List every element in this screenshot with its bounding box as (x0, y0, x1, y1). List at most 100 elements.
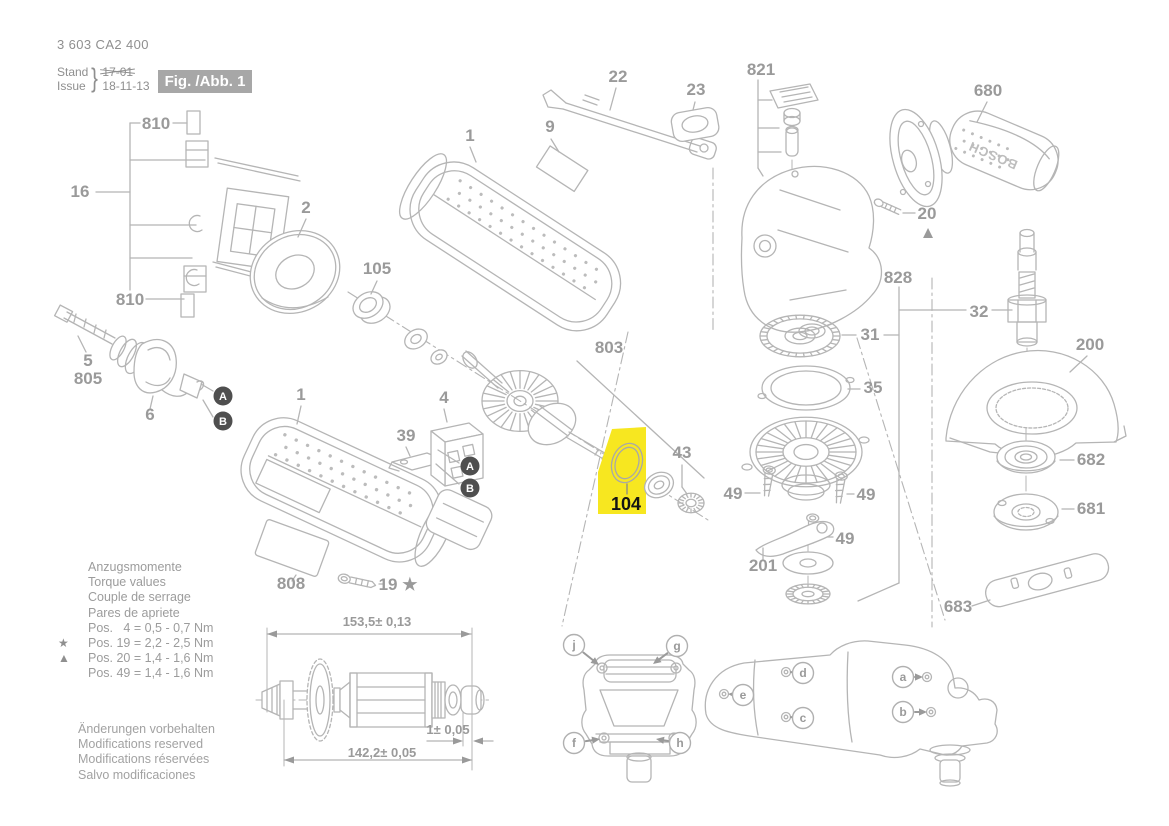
part-label: 20 (918, 204, 937, 223)
star-marker: ★ (58, 636, 69, 651)
document-number: 3 603 CA2 400 (57, 37, 149, 52)
part-label: 105 (363, 259, 391, 278)
part-label: 828 (884, 268, 912, 287)
torque-marker (58, 666, 88, 681)
upper-housing (398, 146, 622, 332)
svg-text:B: B (466, 483, 474, 495)
lever (755, 520, 835, 561)
pinion-gear (678, 464, 704, 513)
torque-title-es: Pares de apriete (88, 605, 180, 620)
part-label: 4 (439, 388, 449, 407)
svg-text:a: a (900, 670, 907, 684)
dimension-labels-layer: 153,5± 0,13 1± 0,05 142,2± 0,05 (343, 614, 470, 760)
part-label: 19 ★ (379, 575, 419, 594)
bearing-flange (741, 417, 870, 501)
nameplate-9 (535, 138, 589, 193)
callout-a: a (891, 665, 915, 689)
torque-value: Pos. 20 = 1,4 - 1,6 Nm (88, 651, 214, 666)
callout-f: f (562, 731, 586, 755)
svg-text:A: A (219, 391, 227, 403)
date-superseded: 17-01 (102, 64, 134, 79)
part-label: 35 (864, 378, 883, 397)
gearhead-front-view (581, 654, 697, 783)
part-label: 2 (301, 198, 310, 217)
stand-label: Stand (57, 64, 89, 79)
dimension-label: 153,5± 0,13 (343, 614, 412, 629)
carrying-strap (542, 87, 717, 160)
triangle-marker: ▲ (58, 651, 70, 666)
washer (782, 544, 834, 575)
svg-text:c: c (800, 711, 807, 725)
serrated-washer (786, 575, 830, 604)
o-ring (610, 442, 644, 495)
svg-text:j: j (571, 638, 575, 652)
part-label: 681 (1077, 499, 1105, 518)
part-label: 821 (747, 60, 775, 79)
part-labels-layer: 81016810211059222382168020▲8283231352005… (71, 60, 1106, 616)
svg-text:f: f (572, 736, 577, 750)
backing-flange (993, 493, 1075, 531)
lower-housing (240, 405, 493, 567)
svg-text:d: d (799, 666, 806, 680)
callout-d: d (791, 661, 815, 685)
callout-j: j (562, 633, 586, 657)
date-current: 18-11-13 (102, 78, 150, 93)
callout-A: A (213, 386, 233, 406)
armature-dimension-drawing (255, 627, 494, 771)
dimension-label: 1± 0,05 (426, 722, 469, 737)
part-label: 43 (673, 443, 692, 462)
callout-A: A (460, 456, 480, 476)
crown-gear (760, 315, 900, 357)
callout-g: g (665, 634, 689, 658)
part-label: 49 (857, 485, 876, 504)
o-ring-highlight: 104 (598, 427, 646, 514)
dimension-label: 142,2± 0,05 (348, 745, 417, 760)
gear-housing (740, 165, 883, 339)
pin-wrench (971, 553, 1110, 608)
torque-value: Pos. 49 = 1,4 - 1,6 Nm (88, 666, 214, 681)
part-label: 39 (397, 426, 416, 445)
part-label: 201 (749, 556, 777, 575)
part-label: 803 (595, 338, 623, 357)
figure-label: Fig. /Abb. 1 (158, 70, 252, 93)
callout-B: B (460, 478, 480, 498)
pinion-bearing (643, 471, 675, 499)
modifications-line-es: Salvo modificaciones (78, 767, 196, 782)
svg-text:b: b (899, 705, 906, 719)
callout-e: e (731, 683, 755, 707)
torque-value: Pos. 19 = 2,2 - 2,5 Nm (88, 636, 214, 651)
part-label: 810 (116, 290, 144, 309)
part-label: 682 (1077, 450, 1105, 469)
part-label: 680 (974, 81, 1002, 100)
torque-row: ★ Pos. 19 = 2,2 - 2,5 Nm (58, 636, 213, 651)
nameplate-808 (254, 519, 330, 582)
cover-cap (670, 101, 720, 142)
handle-screw (873, 198, 916, 216)
modifications-note: Änderungen vorbehalten Modifications res… (78, 722, 215, 783)
screw-19 (337, 573, 385, 589)
callout-B: B (213, 411, 233, 431)
group-bracket-828 (857, 286, 900, 602)
torque-note: Anzugsmomente Torque values Couple de se… (58, 560, 213, 682)
brush-assembly (95, 110, 301, 318)
field-coil (249, 218, 341, 315)
svg-text:B: B (219, 416, 227, 428)
svg-text:A: A (466, 461, 474, 473)
part-label: 49 (836, 529, 855, 548)
part-label: 683 (944, 597, 972, 616)
wheel-guard (945, 350, 1127, 458)
part-label: 49 (724, 484, 743, 503)
part-label: 5 (83, 351, 92, 370)
torque-title-de: Anzugsmomente (88, 560, 182, 574)
callout-h: h (668, 731, 692, 755)
retaining-ring (757, 365, 861, 411)
part-label: 31 (861, 325, 880, 344)
svg-text:g: g (673, 639, 680, 653)
callout-b: b (891, 700, 915, 724)
part-label: 805 (74, 369, 102, 388)
highlighted-part-label: 104 (611, 494, 641, 514)
torque-row: Pos. 49 = 1,4 - 1,6 Nm (58, 666, 213, 681)
